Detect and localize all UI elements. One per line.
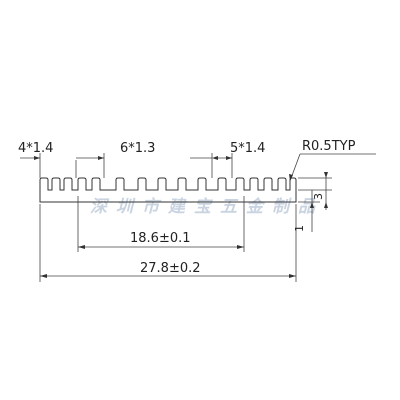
- arrowhead: [289, 274, 296, 278]
- arrowhead: [34, 156, 40, 160]
- arrowhead: [324, 202, 328, 208]
- arrowhead: [226, 156, 232, 160]
- arrowhead: [98, 156, 104, 160]
- label-fin-height: 3: [312, 193, 325, 200]
- label-middle-fins: 6*1.3: [120, 141, 155, 156]
- watermark-text: 深圳市建宝五金制品: [90, 197, 324, 217]
- label-base-thickness: 1: [293, 225, 306, 232]
- label-overall-width: 27.8±0.2: [140, 261, 201, 276]
- label-radius-typ: R0.5TYP: [302, 139, 356, 154]
- arrowhead: [40, 274, 47, 278]
- label-left-fins: 4*1.4: [18, 141, 53, 156]
- arrowhead: [310, 202, 314, 208]
- arrowhead: [78, 245, 85, 249]
- label-right-fins: 5*1.4: [230, 141, 265, 156]
- label-inner-width: 18.6±0.1: [130, 231, 191, 246]
- heatsink-profile-outline: [39, 177, 297, 203]
- arrowhead: [289, 174, 293, 181]
- arrowhead: [237, 245, 244, 249]
- arrowhead: [324, 172, 328, 178]
- arrowhead: [212, 156, 218, 160]
